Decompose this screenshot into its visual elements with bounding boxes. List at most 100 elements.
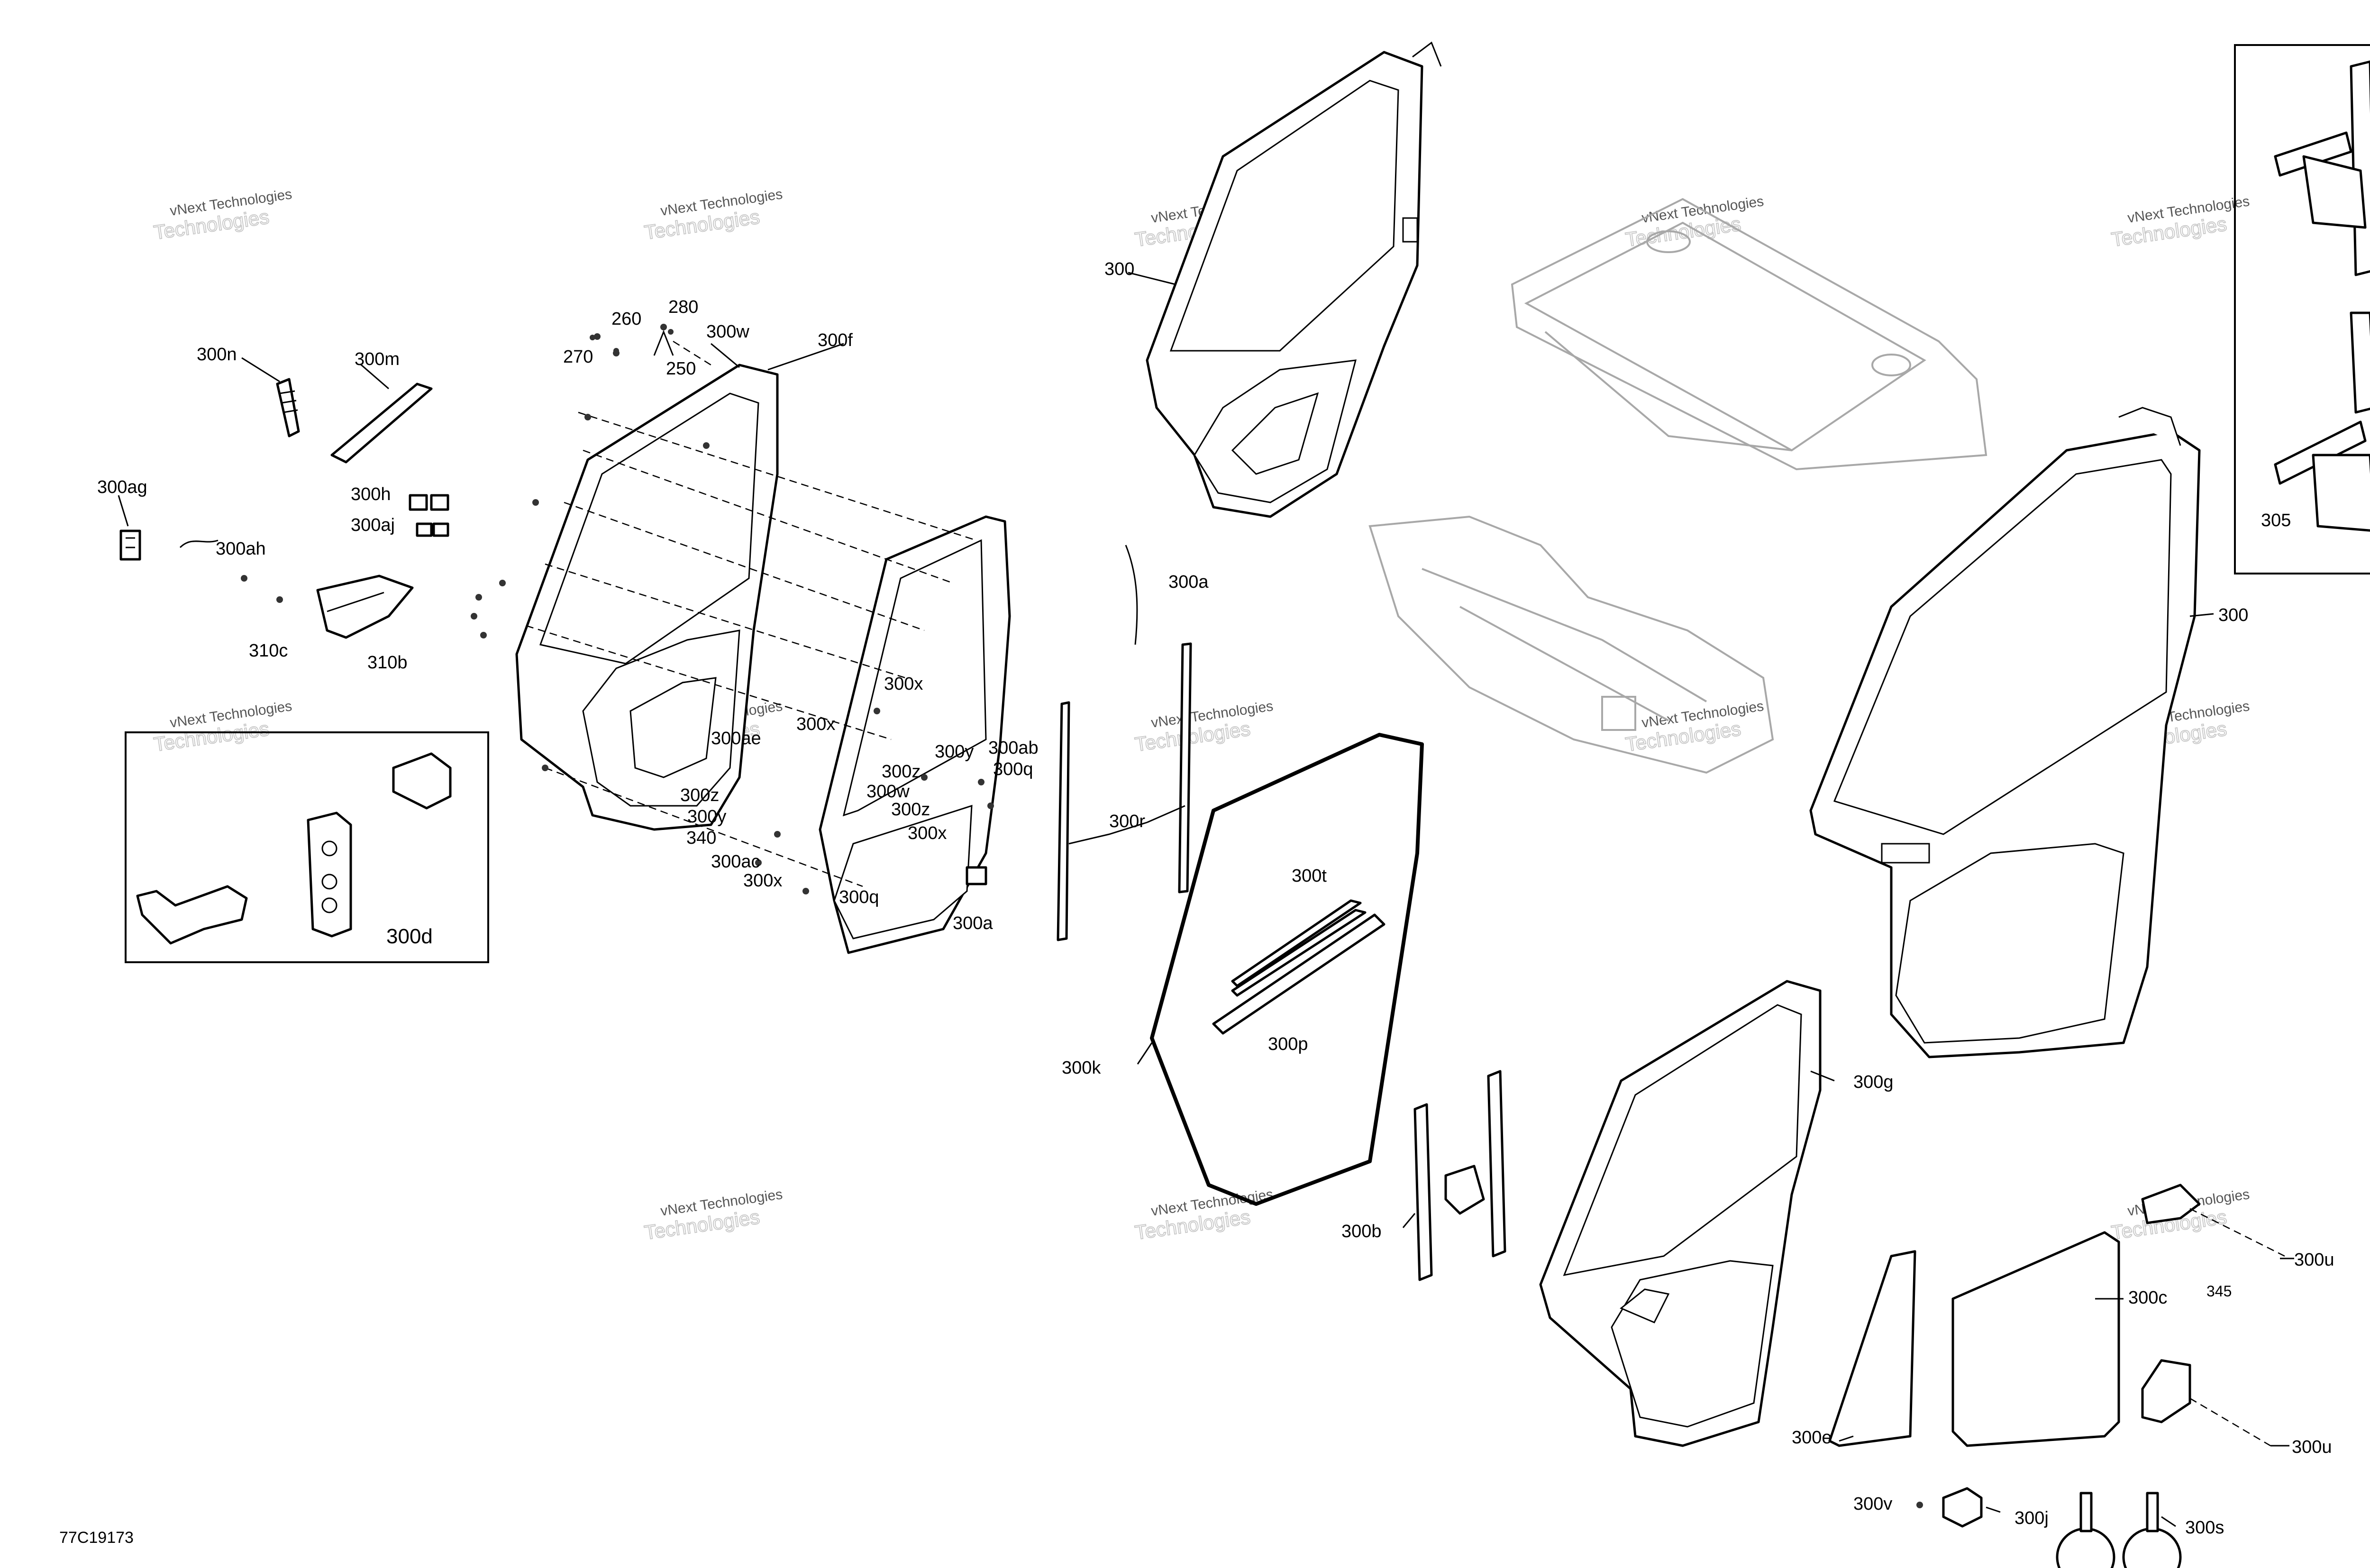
callout-300u-b: 300u: [2292, 1437, 2332, 1457]
door-assembly-300g: [1539, 980, 1822, 1447]
callout-300f: 300f: [818, 330, 853, 350]
watermark: vNext Technologies Technologies: [642, 186, 784, 244]
diagram-code: 77C19173: [59, 1529, 134, 1547]
callout-300aj: 300aj: [351, 515, 395, 535]
callout-300t: 300t: [1292, 866, 1327, 886]
callout-250: 250: [666, 359, 696, 379]
callout-260: 260: [611, 309, 641, 329]
callout-300c: 300c: [2128, 1288, 2167, 1308]
alignment-lines: [526, 340, 977, 887]
door-assembly-300-top: [1146, 41, 1442, 518]
callout-300ag: 300ag: [97, 477, 147, 497]
callout-300ac: 300ac: [711, 852, 760, 872]
callout-310b: 310b: [367, 653, 408, 673]
callout-300r: 300r: [1109, 811, 1145, 831]
window-channel-300t: [1231, 899, 1367, 997]
callout-300v: 300v: [1853, 1494, 1892, 1514]
watermark: vNext Technologies Technologies: [152, 698, 293, 756]
callout-300z-b: 300z: [882, 762, 921, 782]
hinge-plate-b: [2302, 155, 2367, 229]
hinge-300u-top: [2141, 1184, 2285, 1257]
callout-300p: 300p: [1268, 1034, 1308, 1054]
detail-box-305: [2234, 44, 2370, 574]
callout-300x-d: 300x: [908, 823, 947, 843]
callout-280: 280: [668, 297, 698, 317]
door-inner-frame-300f: [819, 515, 1011, 954]
callout-300w-mid: 300w: [866, 782, 910, 802]
callout-300-top: 300: [1104, 259, 1134, 279]
hinge-pin-b: [2350, 311, 2370, 414]
trim-plate-300m: [330, 383, 433, 464]
hinge-plate-d: [2312, 454, 2370, 532]
callout-305: 305: [2261, 511, 2291, 530]
callout-300a-b: 300a: [1168, 572, 1209, 592]
callout-300z-c: 300z: [891, 800, 930, 820]
clips-300h: [409, 494, 449, 511]
hinge-300u-bottom: [2141, 1359, 2271, 1447]
callout-300-right: 300: [2218, 605, 2248, 625]
weather-strip-300r: [1057, 642, 1192, 941]
callout-300ah: 300ah: [216, 539, 266, 559]
door-assembly-300-right: [1809, 407, 2201, 1058]
callout-300y-b: 300y: [935, 742, 974, 762]
callout-300x-c: 300x: [743, 871, 782, 891]
callout-300x-a: 300x: [884, 674, 923, 694]
watermark: vNext Technologies Technologies: [642, 1186, 784, 1244]
handle-bracket-310b: [316, 574, 414, 639]
callout-300n: 300n: [197, 345, 237, 365]
callout-300d: 300d: [386, 925, 433, 948]
callout-300y-a: 300y: [687, 807, 726, 827]
callout-300m: 300m: [355, 349, 400, 369]
callout-300ae: 300ae: [711, 729, 761, 748]
grab-handle-300n: [276, 378, 300, 438]
callout-300b: 300b: [1341, 1222, 1382, 1241]
latch-lever: [136, 885, 248, 945]
callout-300a-a: 300a: [953, 913, 993, 933]
latch-cover: [392, 752, 452, 810]
callout-300z-a: 300z: [680, 785, 719, 805]
callout-300s: 300s: [2185, 1518, 2224, 1538]
window-regulator-300b: [1413, 1070, 1506, 1281]
callout-270: 270: [563, 347, 593, 367]
callout-300q-b: 300q: [839, 887, 879, 907]
callout-300ab: 300ab: [988, 738, 1039, 758]
seal-300k: [1150, 733, 1424, 1206]
door-frame-300f: [515, 364, 779, 831]
callout-340: 340: [686, 828, 716, 848]
callout-310c: 310c: [249, 641, 288, 661]
glass-panel-300c: [1951, 1231, 2120, 1447]
callout-300x-b: 300x: [796, 714, 835, 734]
clips-300aj: [416, 522, 449, 537]
hinge-plate-a: [2274, 131, 2352, 177]
latch-300ag: [119, 529, 141, 561]
leader-lines: [118, 272, 2294, 1527]
cable-300ah: [179, 539, 219, 548]
callout-300k: 300k: [1062, 1058, 1101, 1078]
watermark: vNext Technologies Technologies: [1133, 1186, 1274, 1244]
callout-300j: 300j: [2014, 1508, 2049, 1528]
callout-345: 345: [2206, 1283, 2232, 1300]
hinge-plate-c: [2274, 420, 2367, 485]
window-channel-300p: [1212, 913, 1386, 1035]
callout-labels: 300n 300m 300ag 300ah 300h 300aj 310c 31…: [97, 259, 2334, 1538]
callout-300e: 300e: [1792, 1428, 1832, 1448]
small-parts-260-280: [590, 329, 674, 356]
callout-300u-a: 300u: [2294, 1250, 2334, 1270]
screw-300v: [1916, 1502, 1923, 1508]
callout-300q-a: 300q: [993, 759, 1033, 779]
watermark: vNext Technologies Technologies: [152, 186, 293, 244]
glass-panel-300e: [1828, 1250, 1916, 1447]
callout-300g: 300g: [1853, 1072, 1894, 1092]
detail-box-300d: [125, 731, 489, 963]
cable-300a-top: [1125, 545, 1138, 645]
ghost-roof-panel: [1511, 198, 1987, 471]
callout-300w-top: 300w: [706, 322, 749, 342]
screws-center: [471, 324, 994, 894]
callout-300h: 300h: [351, 484, 391, 504]
clip-300a-bottom: [966, 866, 987, 885]
watermark: vNext Technologies Technologies: [2109, 193, 2251, 251]
screws-310c: [241, 575, 283, 603]
watermark: vNext Technologies Technologies: [1133, 698, 1274, 756]
lock-cylinder-300j: [1942, 1487, 1983, 1528]
